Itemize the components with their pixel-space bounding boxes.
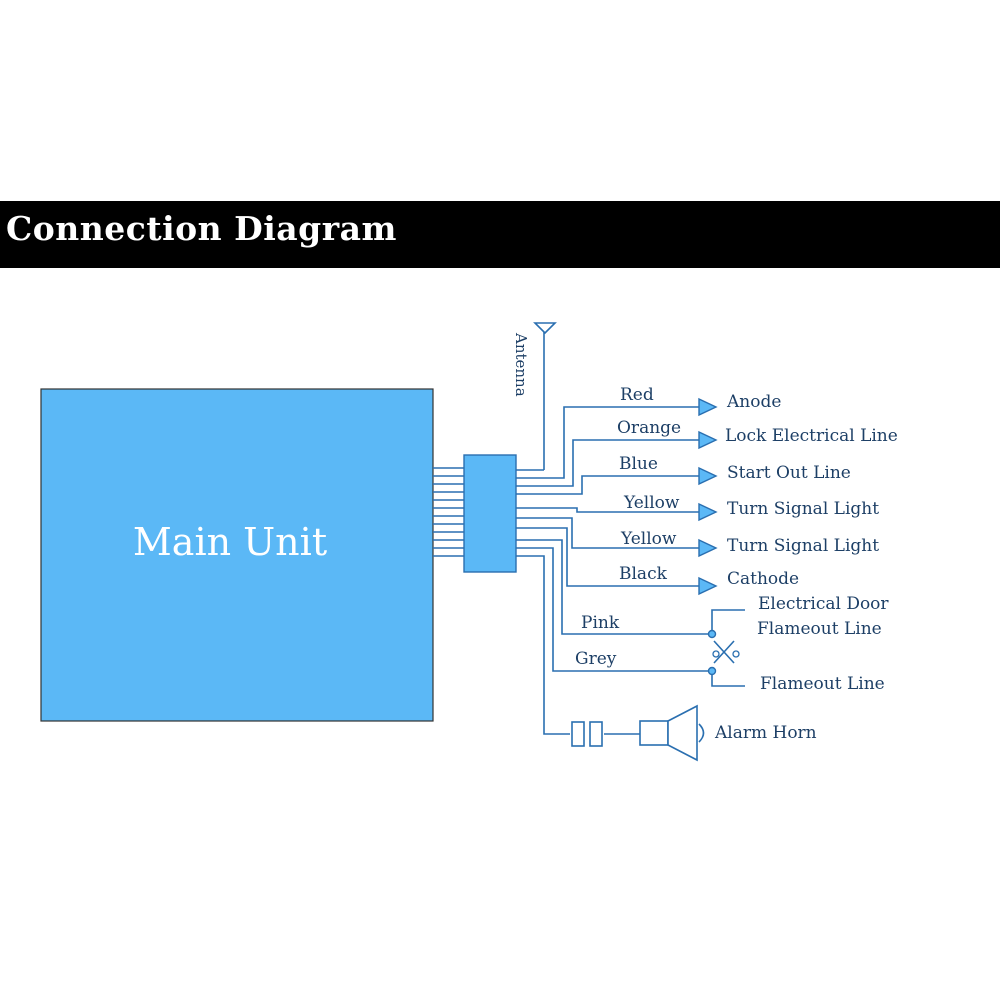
wire-target-label: Turn Signal Light [727,536,879,556]
wire-line [516,507,700,513]
arrow-icon [698,397,718,417]
wire-target-label: Lock Electrical Line [725,426,898,446]
alarm-horn-section: Alarm Horn [516,555,817,762]
wire-target-label: Start Out Line [727,463,851,483]
wire-color-label: Orange [617,418,681,438]
alarm-horn-label: Alarm Horn [714,723,817,743]
door-target-line1: Electrical Door [758,594,889,614]
wire-line [516,517,700,549]
arrow-icon [698,538,718,558]
page-title: Connection Diagram [6,209,397,248]
arrow-icon [698,502,718,522]
pink-terminal-dot [707,629,717,639]
door-wires: Pink Grey Electrical Door Flameout Line … [516,539,889,694]
arrow-icon [698,466,718,486]
wire-target-label: Cathode [727,569,799,589]
main-unit-box [40,388,434,722]
antenna-label: Antenna [512,332,530,397]
wire-color-label: Yellow [620,529,677,549]
scissors-switch-icon [712,640,740,664]
pink-wire-label: Pink [581,613,620,633]
door-target-line2: Flameout Line [757,619,882,639]
main-unit-label: Main Unit [133,520,327,564]
grey-terminal-dot [707,666,717,676]
wire-line [516,406,700,479]
connector-block [463,454,517,573]
harness-lines [433,467,464,557]
wire-line [516,439,700,487]
arrow-icon [698,576,718,596]
wire-line [516,527,700,587]
wire-color-label: Red [620,385,654,405]
title-bar: Connection Diagram [0,201,1000,268]
flameout-target: Flameout Line [760,674,885,694]
wire-color-label: Blue [619,454,658,474]
fuse-icon [571,721,603,747]
wire-line [516,475,700,495]
horn-icon [639,704,705,762]
wire-color-label: Yellow [623,493,680,513]
wire-color-label: Black [619,564,668,584]
wire-target-label: Turn Signal Light [727,499,879,519]
arrow-icon [698,430,718,450]
grey-wire-label: Grey [575,649,617,669]
antenna-icon [516,322,557,471]
wire-target-label: Anode [726,392,781,412]
